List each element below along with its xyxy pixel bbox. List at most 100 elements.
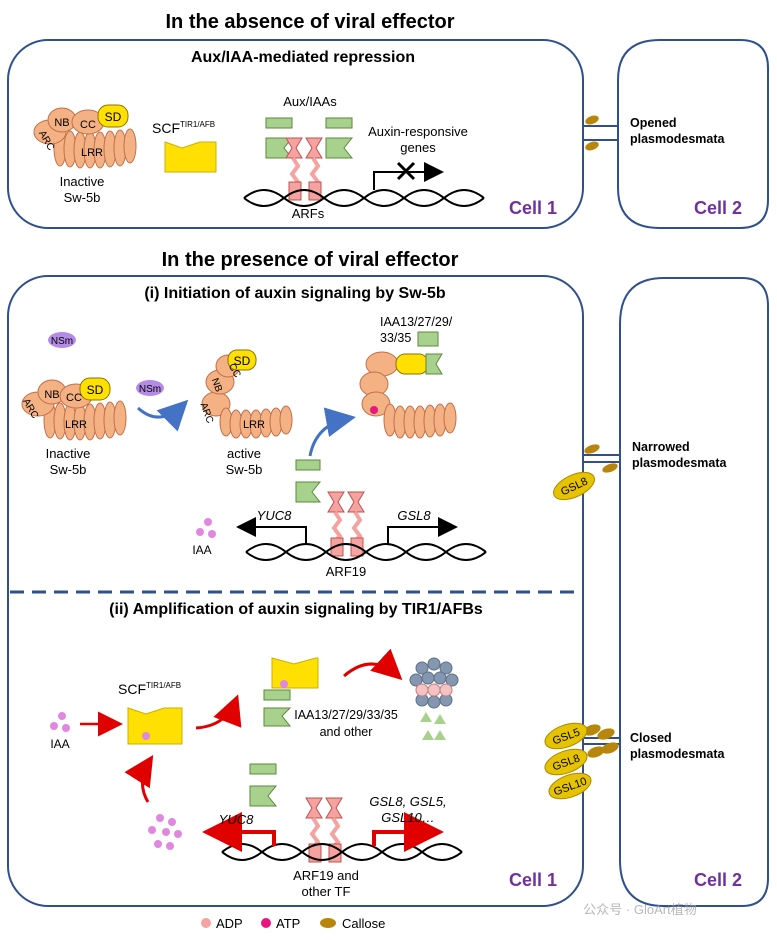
gsl-genes-label-2: GSL10… <box>381 810 434 825</box>
arf19-other-label-2: other TF <box>302 884 351 899</box>
iaa-label-2: IAA <box>50 737 69 751</box>
blue-arrow-2 <box>308 407 356 457</box>
auxiaa-degraded-target <box>263 689 292 727</box>
arf19-proteins <box>327 491 365 557</box>
arf19-other-label-1: ARF19 and <box>293 868 359 883</box>
arfs-label: ARFs <box>292 206 325 221</box>
sd-label-b2: SD <box>234 354 251 368</box>
bottom-cell2-label: Cell 2 <box>694 870 742 890</box>
red-arrow-2 <box>195 694 242 730</box>
iaa-bound-dot <box>142 732 150 740</box>
iaa-bound-dot-2 <box>280 680 288 688</box>
genes-label-1: Auxin-responsive <box>368 124 468 139</box>
active-sw5b-label: Sw-5b <box>226 462 263 477</box>
iaa-dots-2 <box>50 712 70 732</box>
active-label: active <box>227 446 261 461</box>
bottom-heading: In the presence of viral effector <box>162 249 459 271</box>
bottom-cell1-label: Cell 1 <box>509 870 557 890</box>
dna-middle <box>245 543 487 561</box>
watermark-text: 公众号 · GloArt植物 <box>583 902 696 917</box>
part1-title: (i) Initiation of auxin signaling by Sw-… <box>144 285 446 302</box>
iaa-label-1: IAA <box>192 543 211 557</box>
gsl-red-arrow <box>372 812 444 852</box>
inactive-label: Inactive <box>60 174 105 189</box>
gsl8-label: GSL8 <box>397 508 431 523</box>
scf-iaa-complex <box>271 657 319 689</box>
red-arrow-4 <box>124 754 154 803</box>
dna-bottom <box>221 843 463 861</box>
scf-complex-top <box>164 141 217 173</box>
part2-title: (ii) Amplification of auxin signaling by… <box>109 601 483 618</box>
pd-opened-label-2: plasmodesmata <box>630 132 726 146</box>
lrr-label: LRR <box>81 147 103 159</box>
sd-label: SD <box>105 110 122 124</box>
scf-label-top: SCFTIR1/AFB <box>152 120 215 136</box>
yuc8-label-2: YUC8 <box>219 812 254 827</box>
sw5b-iaa-complex <box>359 331 457 439</box>
arf-proteins-top <box>285 137 323 201</box>
gsl-genes-label-1: GSL8, GSL5, <box>369 794 446 809</box>
auxiaa-free-2 <box>249 763 278 807</box>
block-x-icon <box>396 161 416 181</box>
top-cell2-box <box>617 39 769 229</box>
pd-closed-label-1: Closed <box>630 731 672 745</box>
nb-label: NB <box>54 117 69 129</box>
yuc8-label: YUC8 <box>257 508 292 523</box>
arf19-label: ARF19 <box>326 564 366 579</box>
legend: ADP ATP Callose <box>201 916 385 931</box>
legend-atp-label: ATP <box>276 916 300 931</box>
iaa-dots-1 <box>196 518 216 538</box>
nb-label-b1: NB <box>44 389 59 401</box>
inactive-label-b: Inactive <box>46 446 91 461</box>
nsm-blob-2 <box>136 380 164 396</box>
genes-label-2: genes <box>400 140 436 155</box>
top-heading: In the absence of viral effector <box>166 11 455 33</box>
transcription-arrow-top <box>373 162 444 190</box>
callose-dot <box>584 444 600 454</box>
gsl-closed-enzymes <box>544 722 592 800</box>
auxiaa-free <box>295 459 322 503</box>
red-arrow-3 <box>343 648 403 681</box>
lrr-label-b1: LRR <box>65 419 87 431</box>
sw5b-label-b: Sw-5b <box>50 462 87 477</box>
top-cell1-box <box>7 39 584 229</box>
sw5b-inactive-bottom: SD NB CC ARC LRR <box>20 377 127 441</box>
blue-arrow-1 <box>136 399 189 432</box>
auxiaa-proteins <box>265 117 354 159</box>
yuc8-red-arrow <box>202 812 276 852</box>
nb-label-b2: NB <box>209 377 224 394</box>
gsl8-enzyme <box>553 471 595 501</box>
callose-cluster <box>583 724 619 758</box>
scf-complex-bottom <box>127 707 183 745</box>
scf-label-bottom: SCFTIR1/AFB <box>118 681 181 697</box>
pd-narrowed-label-2: plasmodesmata <box>632 456 728 470</box>
pd-narrowed-label-1: Narrowed <box>632 440 690 454</box>
sw5b-label: Sw-5b <box>64 190 101 205</box>
iaa-other-label-2: and other <box>320 725 373 739</box>
cc-label: CC <box>80 119 96 131</box>
legend-callose-label: Callose <box>342 916 385 931</box>
callose-dot <box>585 141 599 151</box>
legend-atp-swatch <box>261 918 271 928</box>
arf19-proteins-2 <box>305 797 343 863</box>
pd-closed-label-2: plasmodesmata <box>630 747 726 761</box>
nsm-label-1: NSm <box>51 336 73 347</box>
dna-top <box>243 189 485 207</box>
top-box-title: Aux/IAA-mediated repression <box>191 49 415 66</box>
bottom-cell1-box <box>7 275 584 907</box>
pd-opened-label-1: Opened <box>630 116 677 130</box>
iaa-other-label-1: IAA13/27/29/33/35 <box>294 708 398 722</box>
iaa-group-label-1: IAA13/27/29/ <box>380 315 453 329</box>
sw5b-inactive-top: SD NB CC ARC LRR <box>33 104 137 169</box>
lrr-label-b2: LRR <box>243 419 265 431</box>
cc-label-b1: CC <box>66 392 82 404</box>
sw5b-active: SD NB CC ARC LRR <box>198 349 293 439</box>
callose-dot <box>602 463 618 473</box>
legend-callose-swatch <box>320 918 336 928</box>
proteasome-icon <box>409 657 459 740</box>
legend-adp-swatch <box>201 918 211 928</box>
top-cell2-label: Cell 2 <box>694 198 742 218</box>
nsm-blob-1 <box>48 332 76 348</box>
gsl8-arrow <box>387 517 458 544</box>
